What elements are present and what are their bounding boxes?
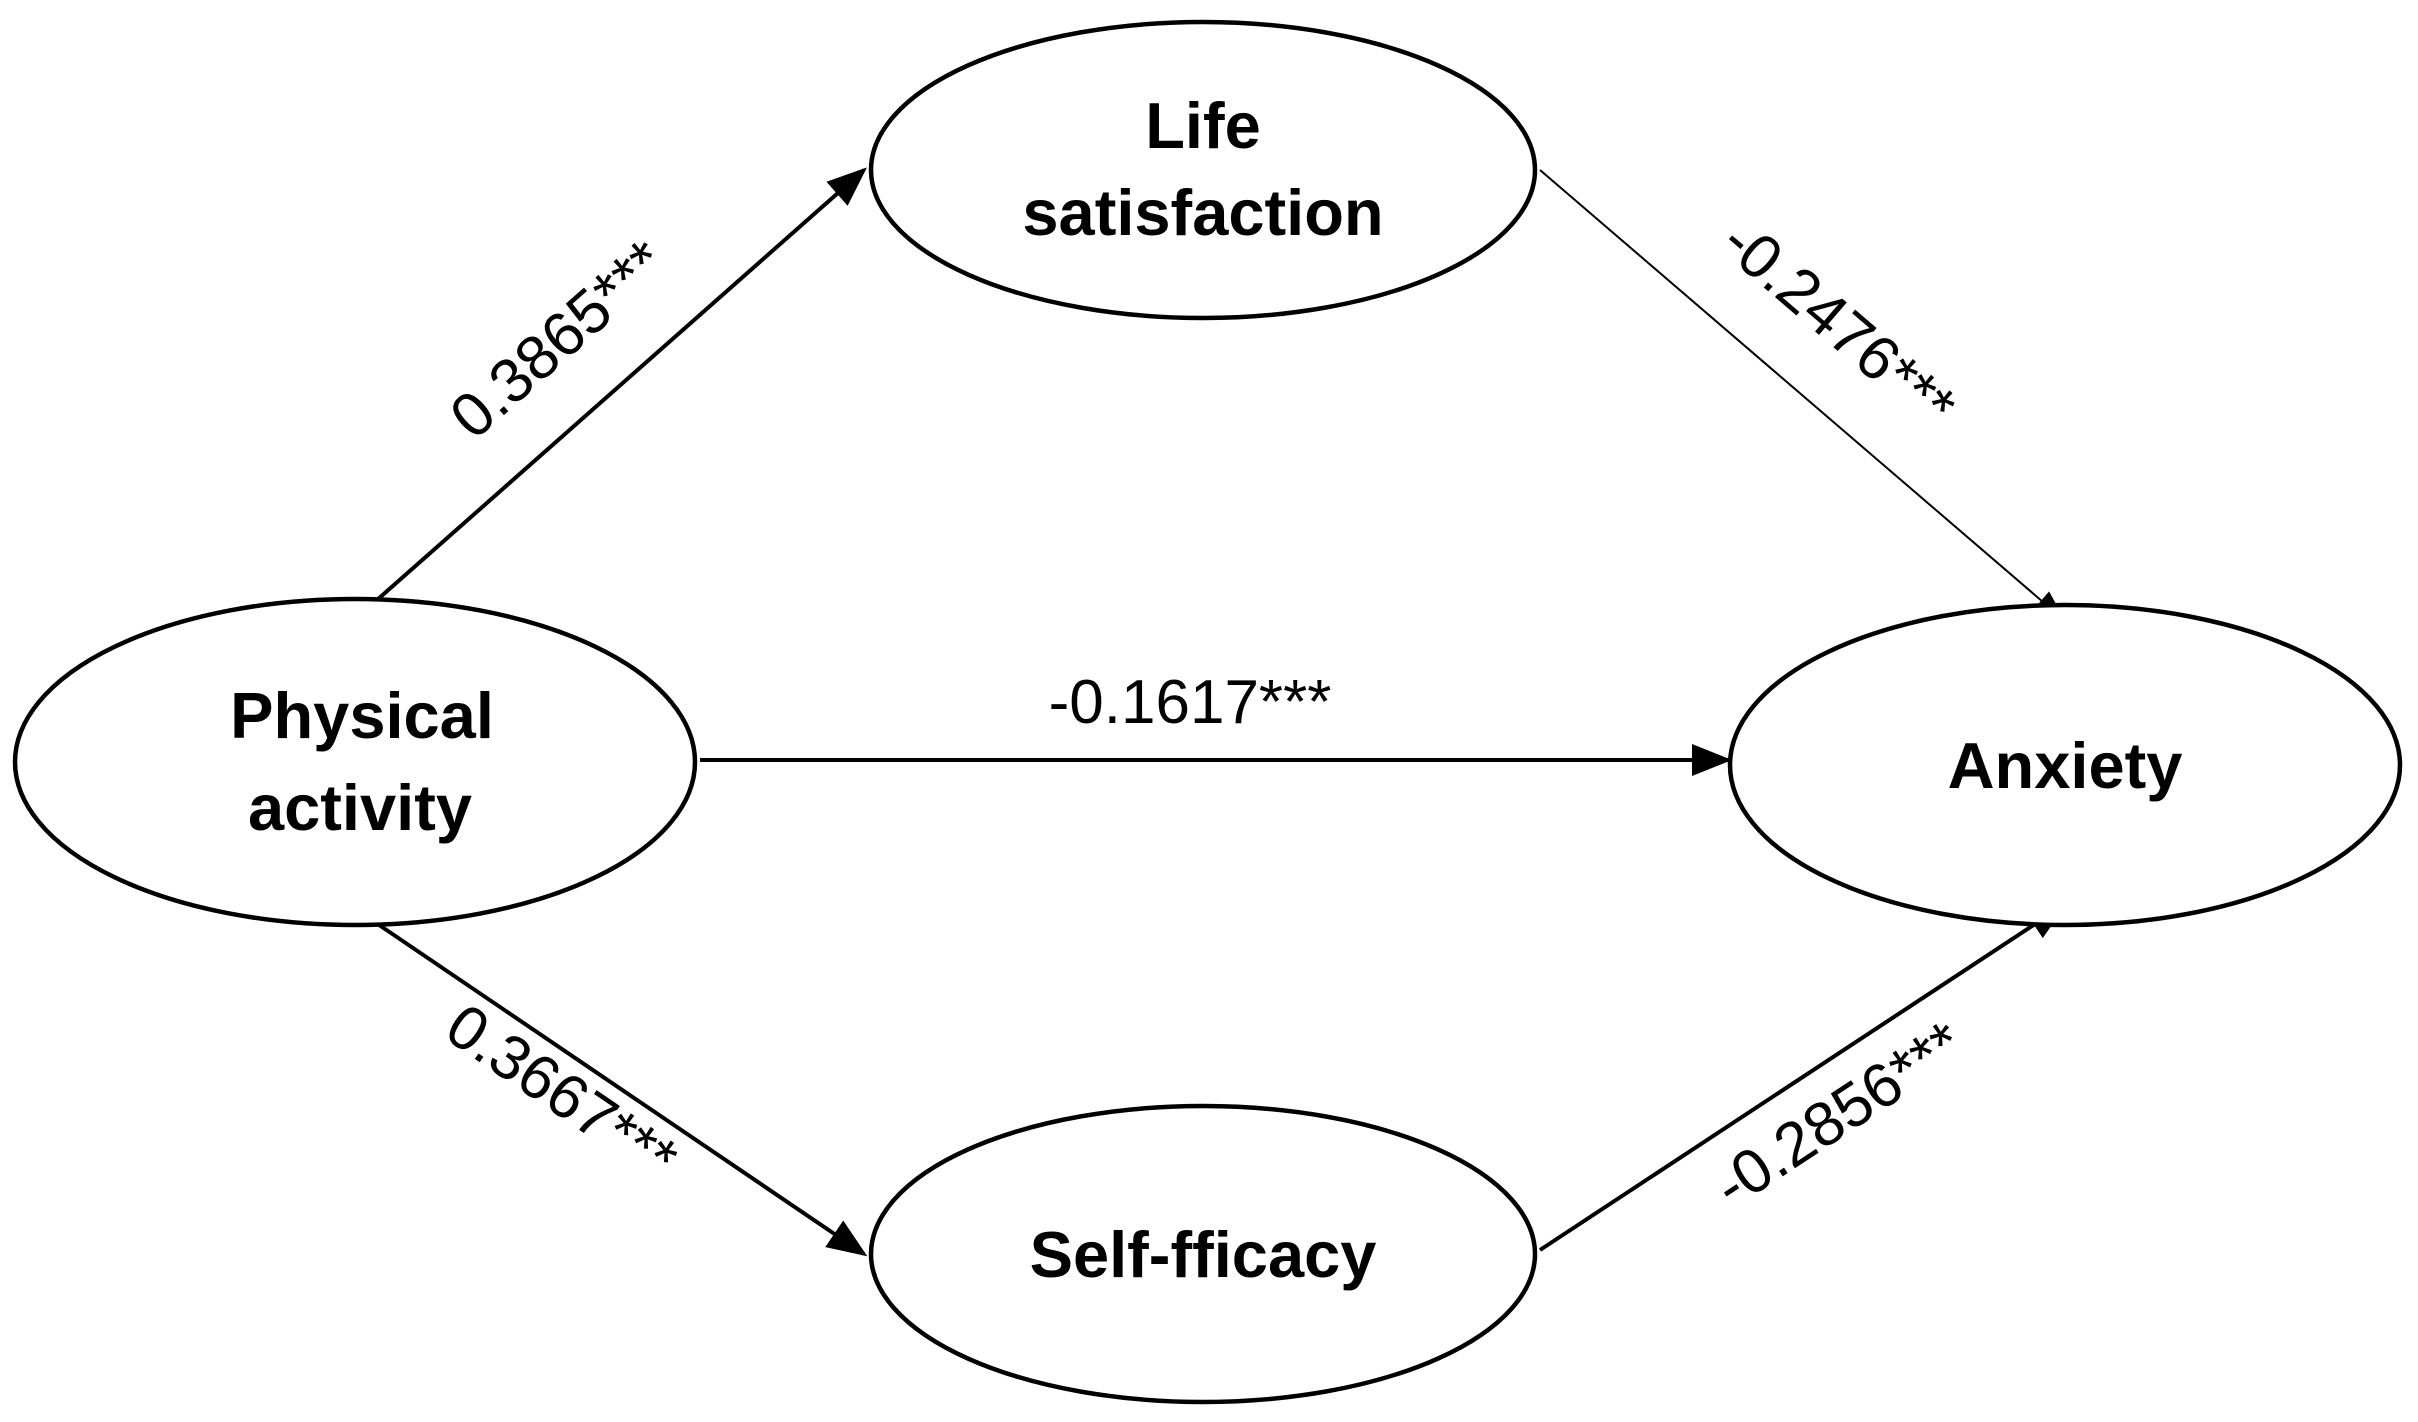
node-label-line-1: Life [1145, 89, 1261, 162]
node-self-efficacy: Self-fficacy [868, 1103, 1538, 1405]
coef-pa-to-se: 0.3667*** [434, 991, 690, 1195]
path-ls-to-anx [1539, 169, 2066, 622]
node-life-satisfaction: Life satisfaction [868, 19, 1538, 321]
node-label-line-1: Anxiety [1948, 729, 2183, 802]
coef-pa-to-ls: 0.3865*** [437, 227, 679, 452]
node-label-line-1: Physical [230, 679, 494, 752]
node-physical-activity: Physical activity [12, 596, 698, 928]
coef-ls-to-anx: -0.2476*** [1709, 206, 1969, 442]
coef-pa-to-anx: -0.1617*** [1049, 668, 1332, 737]
node-label-line-1: Self-fficacy [1030, 1218, 1377, 1291]
path-pa-to-se [358, 910, 868, 1257]
node-label-line-2: activity [248, 771, 472, 844]
node-label-line-2: satisfaction [1022, 176, 1383, 249]
node-anxiety: Anxiety [1727, 602, 2403, 928]
path-se-to-anx [1538, 902, 2068, 1252]
path-pa-to-ls [358, 167, 867, 617]
